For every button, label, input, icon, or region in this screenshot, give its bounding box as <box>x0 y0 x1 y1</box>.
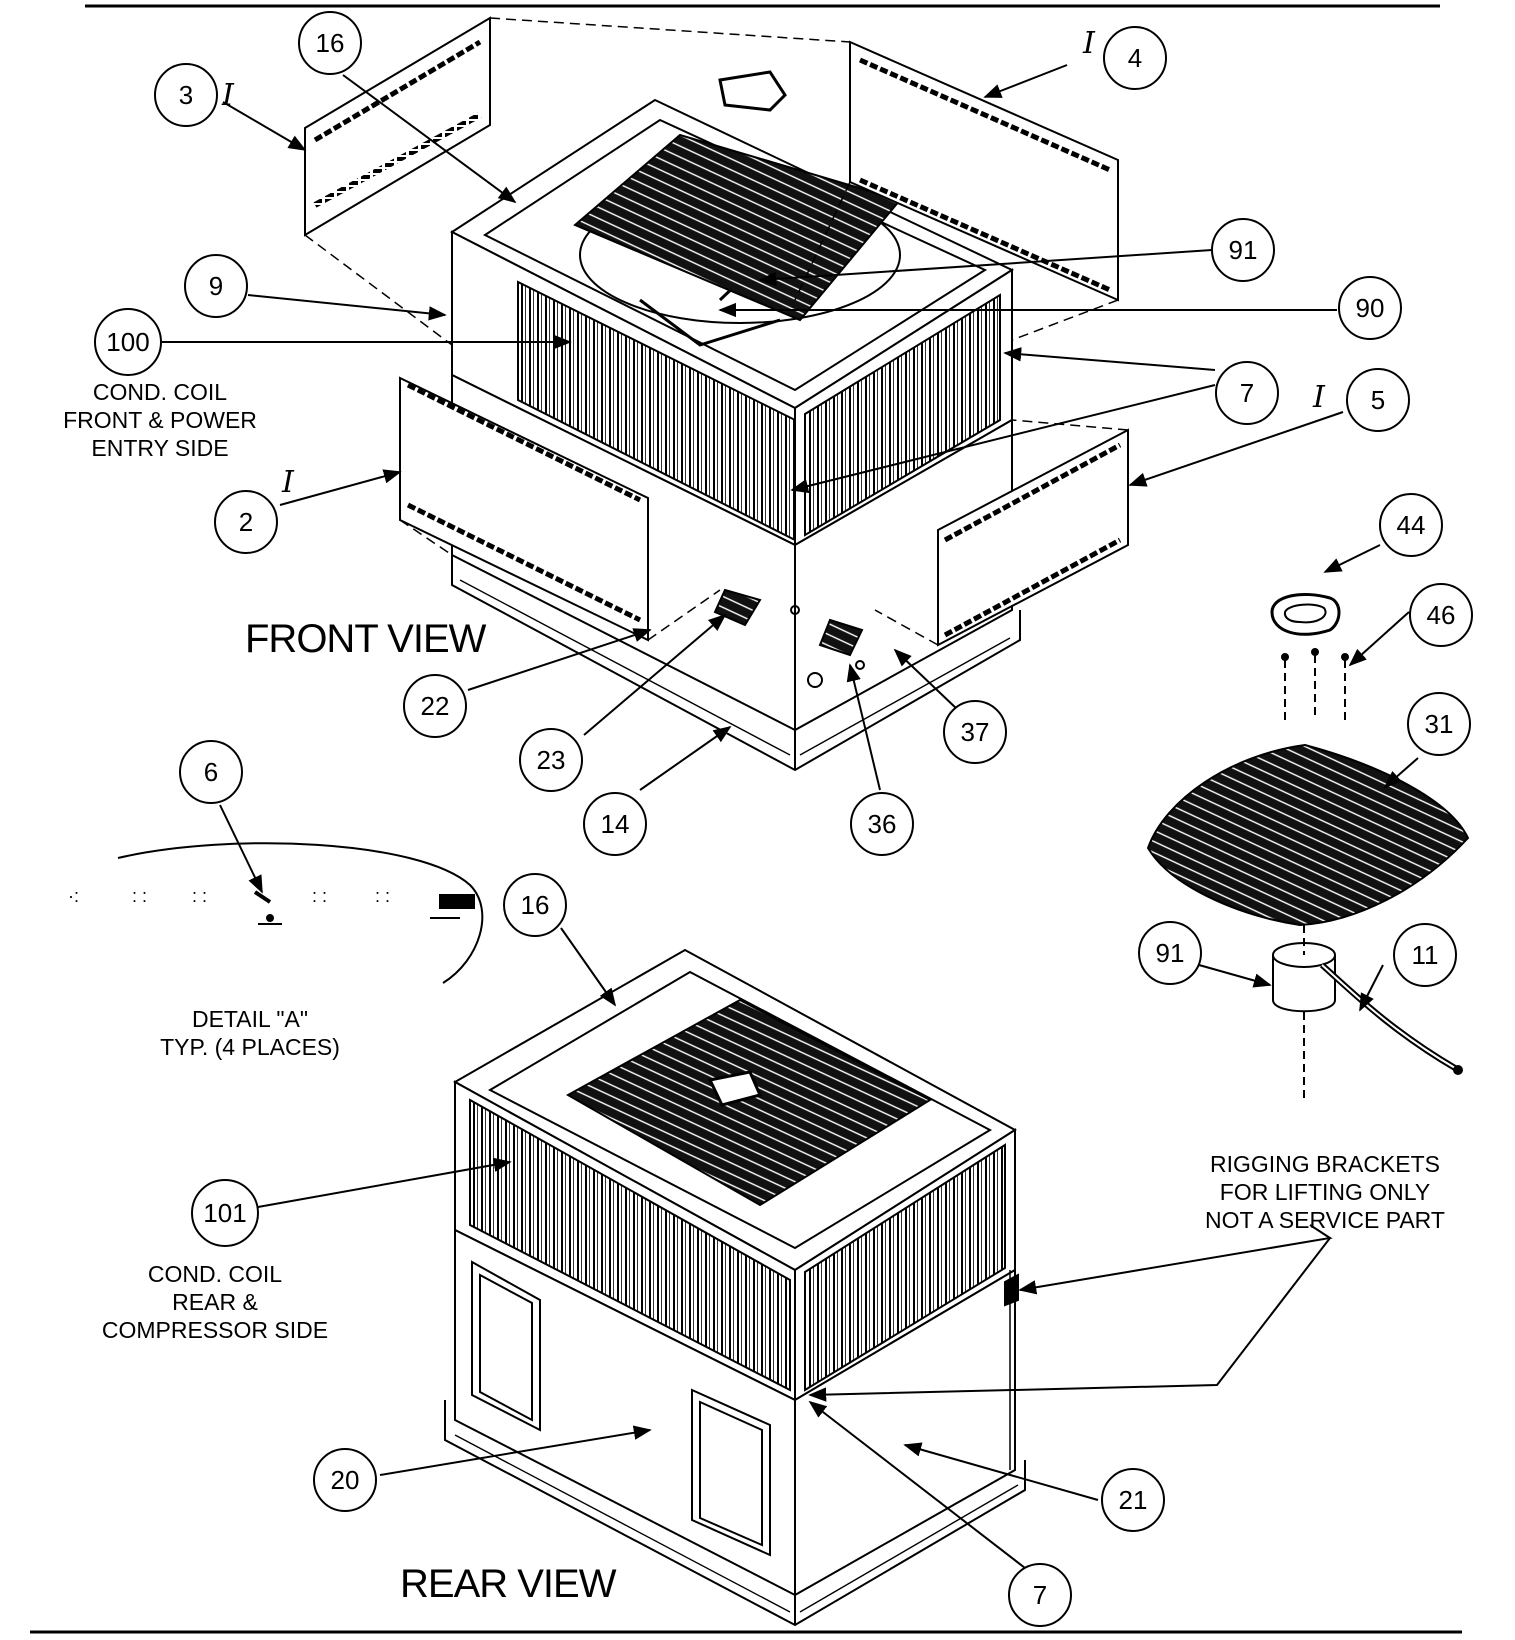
rigging-line-1: RIGGING BRACKETS <box>1209 1151 1441 1177</box>
callout-37: 37 <box>943 700 1007 764</box>
rear-view-title: REAR VIEW <box>400 1562 616 1606</box>
rev-mark-2: I <box>282 465 294 500</box>
detail-a-line-2: TYP. (4 PLACES) <box>160 1034 340 1061</box>
callout-31: 31 <box>1407 692 1471 756</box>
callout-5: 5 <box>1346 368 1410 432</box>
rear-coil-line-3: COMPRESSOR SIDE <box>101 1317 329 1344</box>
front-coil-line-1: COND. COIL <box>92 379 228 405</box>
callout-7-rear: 7 <box>1008 1563 1072 1627</box>
leader-lines <box>162 64 1419 1569</box>
svg-text:: :: : : <box>312 886 327 906</box>
callout-11: 11 <box>1393 923 1457 987</box>
callout-2: 2 <box>214 490 278 554</box>
rear-coil-line-2: REAR & <box>172 1289 258 1316</box>
callout-9: 9 <box>184 254 248 318</box>
callout-91-fan: 91 <box>1138 921 1202 985</box>
callout-22: 22 <box>403 674 467 738</box>
front-coil-line-3: ENTRY SIDE <box>91 435 229 462</box>
callout-90: 90 <box>1338 276 1402 340</box>
callout-4: 4 <box>1103 26 1167 90</box>
rigging-line-3: NOT A SERVICE PART <box>1205 1207 1445 1234</box>
callout-3: 3 <box>154 63 218 127</box>
svg-text:·:: ·: <box>68 886 79 906</box>
callout-91-top: 91 <box>1211 218 1275 282</box>
callout-6: 6 <box>179 740 243 804</box>
callout-16-front: 16 <box>298 11 362 75</box>
fan-assembly-exploded <box>1146 593 1470 1100</box>
callout-44: 44 <box>1379 493 1443 557</box>
callout-46: 46 <box>1409 583 1473 647</box>
rear-coil-note: COND. COIL REAR & COMPRESSOR SIDE <box>80 1260 350 1344</box>
callout-36: 36 <box>850 792 914 856</box>
rigging-line-2: FOR LIFTING ONLY <box>1219 1179 1431 1206</box>
rev-mark-5: I <box>1313 380 1325 415</box>
rear-coil-line-1: COND. COIL <box>147 1261 283 1287</box>
rigging-note: RIGGING BRACKETS FOR LIFTING ONLY NOT A … <box>1175 1150 1475 1234</box>
svg-text:: :: : : <box>132 886 147 906</box>
detail-a-line-1: DETAIL "A" <box>191 1006 309 1032</box>
callout-14: 14 <box>583 792 647 856</box>
front-view-title: FRONT VIEW <box>245 617 486 661</box>
detail-a-note: DETAIL "A" TYP. (4 PLACES) <box>140 1005 360 1061</box>
detail-a-view: ·: : : : : : : : : <box>68 842 484 984</box>
callout-20: 20 <box>313 1448 377 1512</box>
rear-view-unit <box>444 948 1026 1627</box>
callout-23: 23 <box>519 728 583 792</box>
rev-mark-3: I <box>222 78 234 113</box>
front-panels <box>304 16 1129 647</box>
svg-text:: :: : : <box>192 886 207 906</box>
callout-21: 21 <box>1101 1468 1165 1532</box>
explosion-guides <box>304 17 1129 646</box>
front-coil-line-2: FRONT & POWER <box>63 407 257 434</box>
svg-text:: :: : : <box>375 886 390 906</box>
rev-mark-4: I <box>1083 26 1095 61</box>
callout-16-rear: 16 <box>503 873 567 937</box>
front-coil-note: COND. COIL FRONT & POWER ENTRY SIDE <box>50 378 270 462</box>
callout-7-front: 7 <box>1215 361 1279 425</box>
callout-100: 100 <box>94 308 162 376</box>
callout-101: 101 <box>191 1179 259 1247</box>
